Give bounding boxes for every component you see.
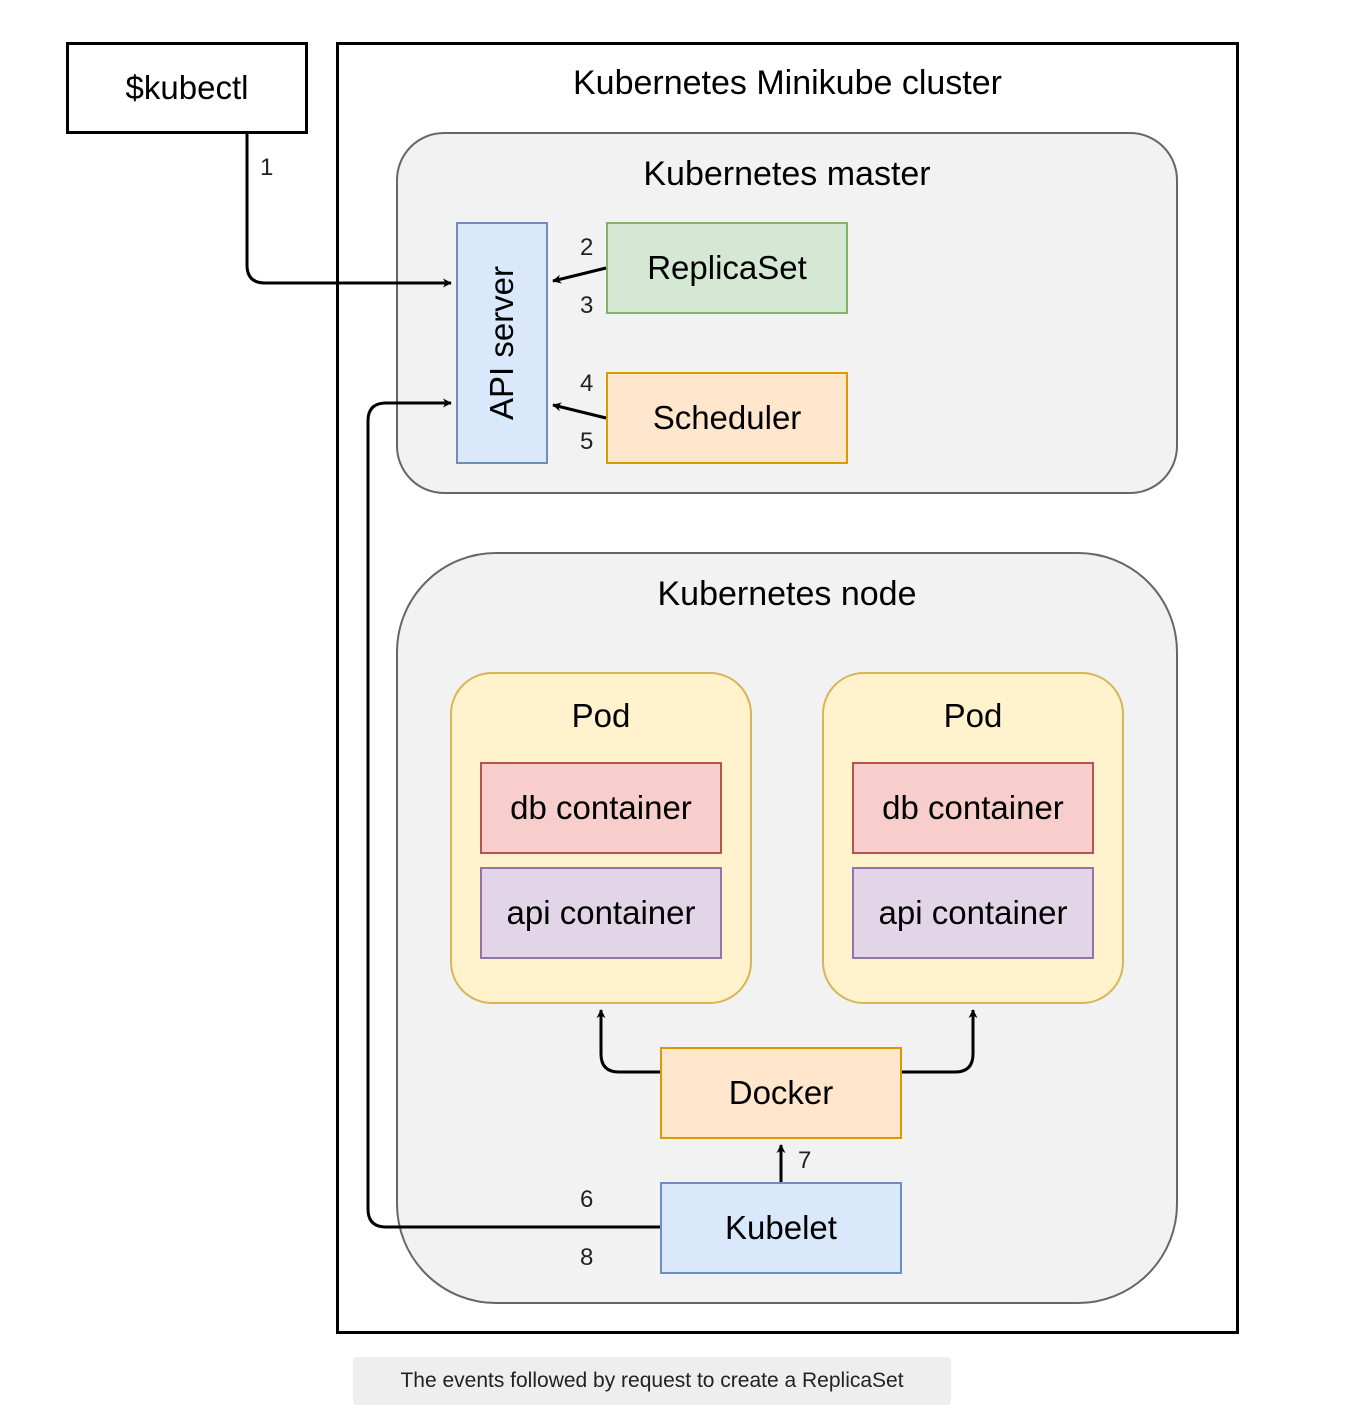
- pod-1-title: Pod: [571, 697, 631, 734]
- pod-1-api-container: api container: [480, 867, 722, 959]
- edge-label-8: 8: [580, 1244, 594, 1271]
- scheduler-box: Scheduler: [606, 372, 848, 464]
- replicaset-box: ReplicaSet: [606, 222, 848, 314]
- edge-label-3: 3: [580, 292, 594, 319]
- figure-caption: The events followed by request to create…: [353, 1357, 951, 1405]
- edge-label-4: 4: [580, 370, 594, 397]
- cluster-title: Kubernetes Minikube cluster: [572, 64, 1002, 102]
- edge-label-5: 5: [580, 428, 594, 455]
- api-server-box: API server: [456, 222, 548, 464]
- pod-2-api-container: api container: [852, 867, 1094, 959]
- kubelet-box: Kubelet: [660, 1182, 902, 1274]
- docker-box: Docker: [660, 1047, 902, 1139]
- edge-label-1: 1: [260, 154, 274, 181]
- pod-2-title: Pod: [943, 697, 1003, 734]
- pod-2-db-container: db container: [852, 762, 1094, 854]
- kubectl-box: $kubectl: [66, 42, 308, 134]
- node-title: Kubernetes node: [657, 575, 917, 613]
- edge-label-6: 6: [580, 1186, 594, 1213]
- pod-1-db-container: db container: [480, 762, 722, 854]
- master-title: Kubernetes master: [643, 155, 931, 193]
- edge-label-2: 2: [580, 234, 594, 261]
- api-server-label: API server: [483, 265, 521, 421]
- edge-label-7: 7: [798, 1147, 812, 1174]
